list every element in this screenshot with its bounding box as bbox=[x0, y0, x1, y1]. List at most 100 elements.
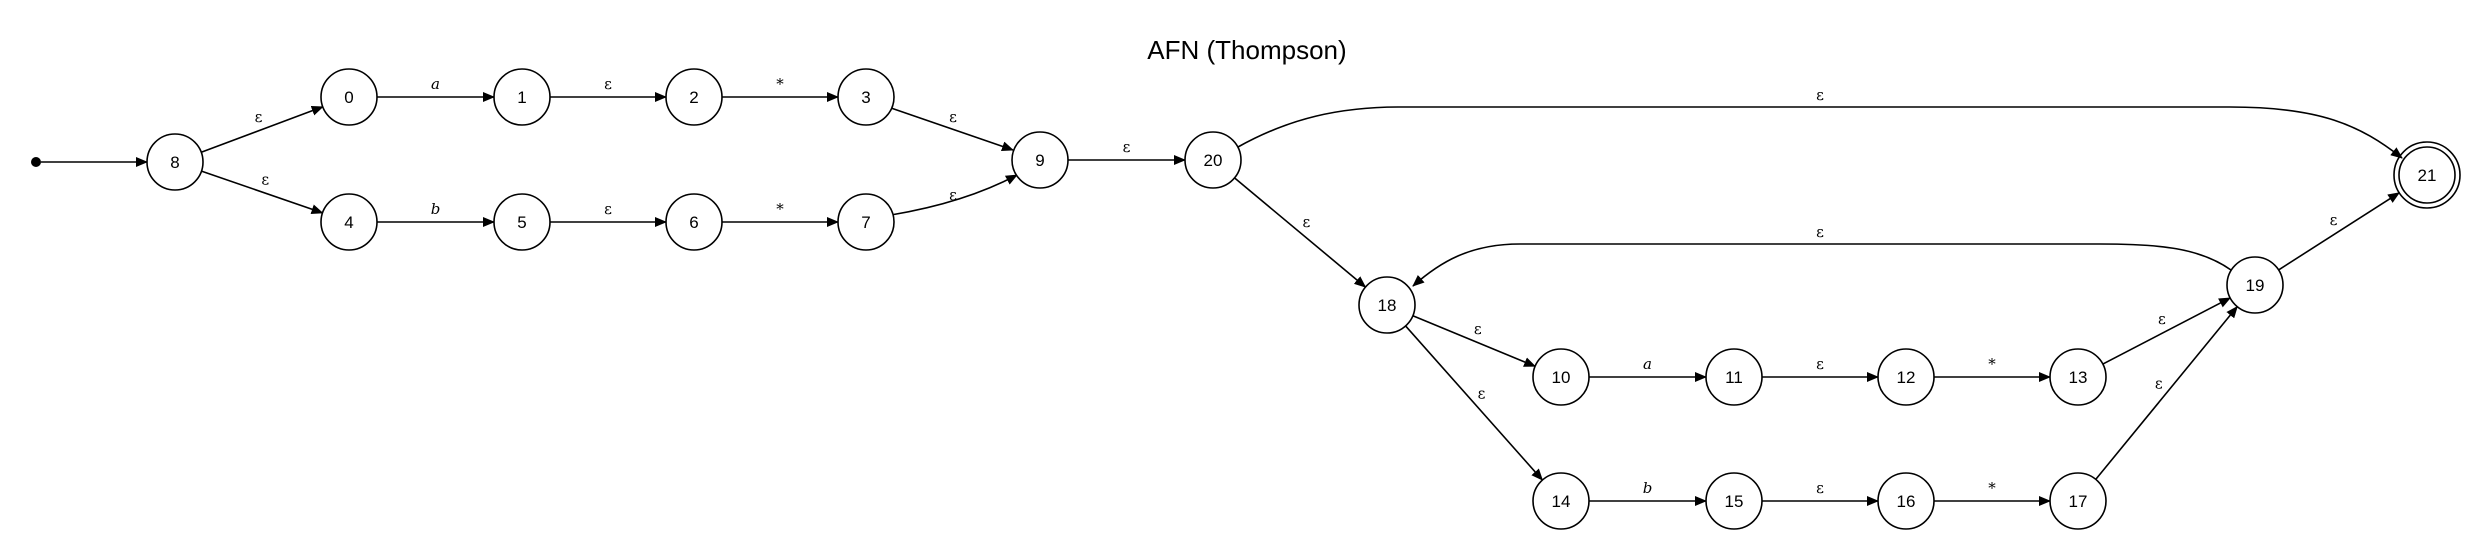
state-circle bbox=[665, 68, 723, 126]
transition-17-to-19 bbox=[2095, 305, 2238, 480]
state-9: 9 bbox=[1011, 131, 1069, 189]
transition-label: a bbox=[431, 75, 440, 93]
state-circle bbox=[493, 193, 551, 251]
state-label: 8 bbox=[170, 153, 179, 172]
transition-label: ε bbox=[2155, 375, 2163, 393]
transition-arrow bbox=[1412, 314, 1537, 368]
state-circle bbox=[146, 133, 204, 191]
transition-arrow bbox=[1412, 243, 2232, 287]
state-label: 14 bbox=[1552, 492, 1571, 511]
transition-label: * bbox=[1988, 355, 1996, 373]
transition-18-to-14 bbox=[1404, 325, 1544, 481]
state-circle bbox=[1877, 472, 1935, 530]
state-label: 9 bbox=[1035, 151, 1044, 170]
transition-arrow bbox=[1233, 177, 1367, 288]
transition-label: ε bbox=[1303, 213, 1311, 231]
state-8: 8 bbox=[146, 133, 204, 191]
transition-19-to-18 bbox=[1412, 243, 2232, 287]
state-label: 17 bbox=[2069, 492, 2088, 511]
accepting-ring bbox=[2393, 141, 2461, 209]
state-3: 3 bbox=[837, 68, 895, 126]
state-label: 19 bbox=[2246, 276, 2265, 295]
state-14: 14 bbox=[1532, 472, 1590, 530]
state-label: 21 bbox=[2418, 166, 2437, 185]
transition-arrow bbox=[201, 170, 324, 215]
transition-arrow bbox=[1237, 106, 2403, 159]
state-label: 20 bbox=[1204, 151, 1223, 170]
transition-20-to-21 bbox=[1237, 106, 2403, 159]
transition-7-to-9 bbox=[890, 174, 1018, 216]
diagram-title: AFN (Thompson) bbox=[1147, 35, 1346, 65]
state-circle bbox=[1184, 131, 1242, 189]
state-label: 0 bbox=[344, 88, 353, 107]
start-marker-dot bbox=[31, 157, 41, 167]
state-circle bbox=[1532, 348, 1590, 406]
state-19: 19 bbox=[2226, 256, 2284, 314]
state-circle bbox=[665, 193, 723, 251]
state-circle bbox=[1877, 348, 1935, 406]
state-circle bbox=[2398, 146, 2456, 204]
state-18: 18 bbox=[1358, 276, 1416, 334]
transition-label: b bbox=[431, 200, 441, 218]
state-20: 20 bbox=[1184, 131, 1242, 189]
state-circle bbox=[1011, 131, 1069, 189]
state-label: 11 bbox=[1725, 368, 1743, 387]
transition-label: ε bbox=[1816, 86, 1824, 104]
transition-arrow bbox=[890, 174, 1018, 216]
transition-label: ε bbox=[949, 108, 957, 126]
transition-label: * bbox=[1988, 479, 1996, 497]
transition-label: ε bbox=[604, 200, 612, 218]
state-0: 0 bbox=[320, 68, 378, 126]
transition-label: ε bbox=[949, 186, 957, 204]
transition-13-to-19 bbox=[2102, 297, 2232, 365]
transition-label: a bbox=[1643, 355, 1652, 373]
transition-arrow bbox=[200, 105, 324, 153]
transitions bbox=[31, 92, 2403, 506]
transition-3-to-9 bbox=[890, 107, 1014, 152]
state-16: 16 bbox=[1877, 472, 1935, 530]
transition-label: ε bbox=[1474, 320, 1482, 338]
state-label: 12 bbox=[1897, 368, 1916, 387]
state-15: 15 bbox=[1705, 472, 1763, 530]
transition-arrow bbox=[1404, 325, 1544, 481]
state-label: 7 bbox=[861, 213, 870, 232]
state-circle bbox=[320, 68, 378, 126]
state-label: 16 bbox=[1897, 492, 1916, 511]
state-label: 2 bbox=[689, 88, 698, 107]
transition-arrow bbox=[2102, 297, 2232, 365]
state-circle bbox=[837, 68, 895, 126]
state-circle bbox=[320, 193, 378, 251]
state-12: 12 bbox=[1877, 348, 1935, 406]
transition-label: ε bbox=[1816, 223, 1824, 241]
state-6: 6 bbox=[665, 193, 723, 251]
state-4: 4 bbox=[320, 193, 378, 251]
transition-8-to-0 bbox=[200, 105, 324, 153]
transition-arrow bbox=[2278, 192, 2401, 271]
transition-label: ε bbox=[2158, 310, 2166, 328]
state-label: 10 bbox=[1552, 368, 1571, 387]
state-circle bbox=[1705, 348, 1763, 406]
state-label: 1 bbox=[517, 88, 526, 107]
transition-20-to-18 bbox=[1233, 177, 1367, 288]
state-2: 2 bbox=[665, 68, 723, 126]
transition-label: ε bbox=[255, 108, 263, 126]
transition-label: ε bbox=[1478, 384, 1486, 402]
state-5: 5 bbox=[493, 193, 551, 251]
state-circle bbox=[493, 68, 551, 126]
state-label: 4 bbox=[344, 213, 353, 232]
transition-label: * bbox=[776, 75, 784, 93]
transition-label: ε bbox=[1816, 479, 1824, 497]
transition-label: ε bbox=[604, 75, 612, 93]
state-7: 7 bbox=[837, 193, 895, 251]
accepting-state-21: 21 bbox=[2393, 141, 2461, 209]
state-circle bbox=[2049, 472, 2107, 530]
state-circle bbox=[2226, 256, 2284, 314]
transition-label: ε bbox=[1123, 138, 1131, 156]
state-circle bbox=[837, 193, 895, 251]
state-circle bbox=[1358, 276, 1416, 334]
state-circle bbox=[2049, 348, 2107, 406]
state-label: 18 bbox=[1378, 296, 1397, 315]
